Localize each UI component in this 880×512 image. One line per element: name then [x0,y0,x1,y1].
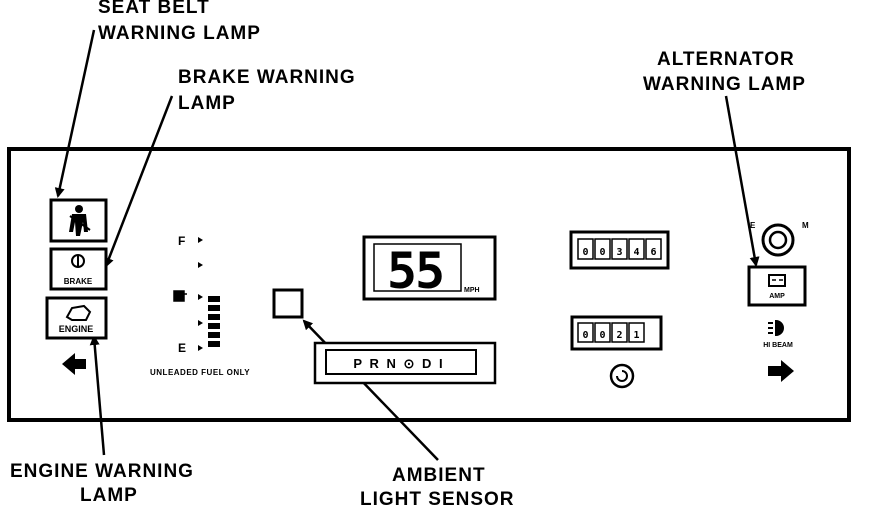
trip-odometer-cell [628,322,645,343]
odometer-digit: 0 [582,247,588,258]
brake-icon [71,254,85,268]
gear-indicator: P R N ⊙ D I [313,341,497,385]
odometer-digit: 0 [599,247,605,258]
fuel-empty-label: E [178,341,186,355]
odometer-cell [611,238,628,260]
callout-seat-belt-warning-lamp: SEAT BELT WARNING LAMP [98,0,261,44]
speedometer-display: 55 MPH [362,235,497,301]
brake-lamp-label: BRAKE [64,277,93,286]
fuel-level-segment [208,305,220,311]
hi-beam-label: HI BEAM [763,342,793,349]
hi-beam-indicator: HI BEAM [763,319,793,349]
amp-lamp-label: AMP [769,293,785,300]
odometer-digit: 3 [616,247,622,258]
arrow-alternator [724,95,760,267]
knob-left-label: E [750,221,756,230]
callout-alternator-warning-lamp: ALTERNATOR WARNING LAMP [643,49,806,95]
hi-beam-icon [768,319,784,337]
odometer-digit: 6 [650,247,656,258]
arrow-seat-belt [54,29,96,198]
left-turn-arrow-icon [62,353,86,375]
callout-engine-warning-lamp: ENGINE WARNING LAMP [10,461,200,506]
seat-belt-warning-lamp [49,198,108,243]
trip-odometer-digit: 0 [582,330,588,341]
trip-odometer-cell [594,322,611,343]
speed-value: 55 [387,242,443,300]
fuel-full-label: F [178,234,185,248]
reset-icon [616,370,628,382]
right-turn-arrow-icon [768,360,794,382]
engine-icon [65,304,92,321]
fuel-level-bars [208,296,220,347]
odometer-cell [628,238,645,260]
odometer-cell [645,238,662,260]
fuel-gauge: F E UNLEADED FUEL ONLY [150,234,250,377]
alternator-warning-lamp: AMP [747,265,807,307]
trip-odometer-digit: 0 [599,330,605,341]
arrow-brake [104,95,174,268]
ambient-light-sensor [272,288,304,319]
gear-positions: P R N ⊙ D I [353,356,444,371]
fuel-pump-icon [173,290,187,302]
trip-odometer-cell [611,322,628,343]
fuel-level-segment [208,296,220,302]
fuel-level-segment [208,314,220,320]
odometer-digit: 4 [633,247,639,258]
fuel-level-segment [208,341,220,347]
engine-lamp-label: ENGINE [59,324,94,334]
speed-unit: MPH [464,287,480,294]
callout-brake-warning-lamp: BRAKE WARNING LAMP [178,67,362,114]
trip-odometer-cell [577,322,594,343]
trip-odometer-digit: 2 [616,330,622,341]
seat-belt-icon [69,205,91,236]
trip-reset-knob [609,363,635,389]
brake-warning-lamp: BRAKE [49,247,108,291]
unleaded-fuel-only-label: UNLEADED FUEL ONLY [150,368,250,377]
engine-warning-lamp: ENGINE [45,296,108,340]
odometer-cell [577,238,594,260]
fuel-level-segment [208,323,220,329]
callout-ambient-light-sensor: AMBIENT LIGHT SENSOR [360,465,515,510]
knob-right-label: M [802,221,809,230]
odometer-cell [594,238,611,260]
trip-odometer-digit: 1 [633,330,639,341]
battery-icon [768,274,786,287]
dimmer-knob: E M [750,221,809,257]
fuel-level-segment [208,332,220,338]
arrow-engine [89,335,106,456]
